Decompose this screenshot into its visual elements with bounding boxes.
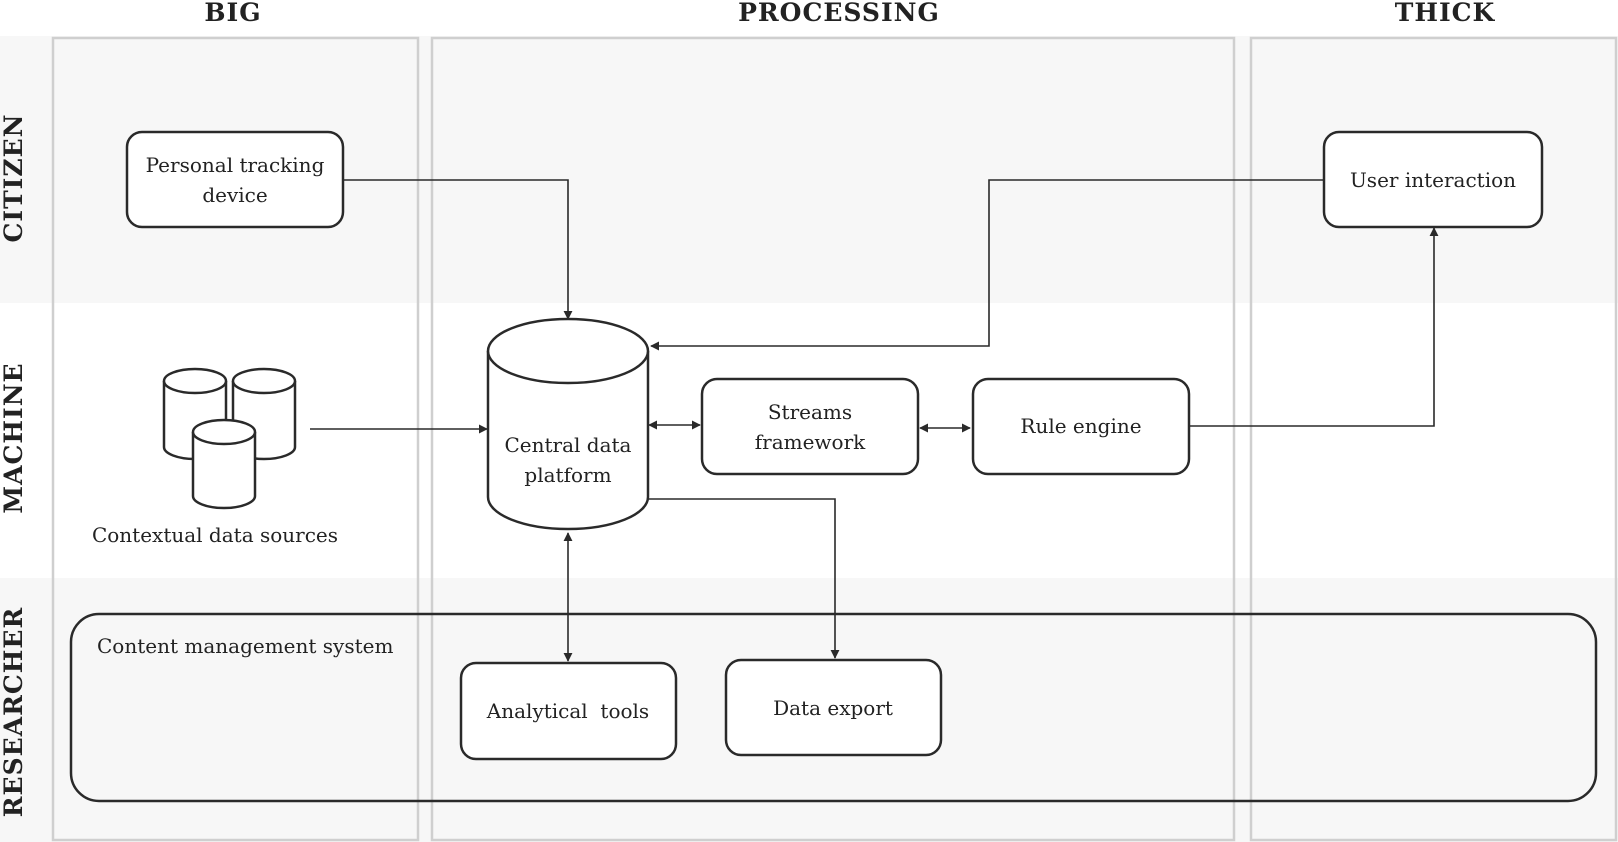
big-column-frame	[51, 36, 420, 842]
personal-tracking-device-label-line2: device	[202, 183, 267, 207]
content-management-system-label: Content management system	[97, 634, 393, 658]
central-data-platform-label-line2: platform	[524, 463, 611, 487]
streams-framework-label-line2: framework	[755, 430, 866, 454]
personal-tracking-device-label-line1: Personal tracking	[146, 153, 325, 177]
content-management-system	[69, 612, 1598, 803]
platform-to-data-export-arrow	[649, 498, 840, 659]
contextual-data-sources-label: Contextual data sources	[92, 523, 338, 547]
analytical-tools-label: Analytical tools	[486, 699, 649, 723]
rule-engine-to-user-interaction-arrow	[1190, 227, 1439, 427]
user-interaction-to-platform-arrow	[650, 179, 1324, 351]
streams-framework-label-line1: Streams	[768, 400, 852, 424]
streams-framework-box	[700, 377, 920, 476]
column-header-thick: THICK	[1395, 0, 1496, 27]
user-interaction-box	[1322, 130, 1544, 229]
data-export-box	[724, 658, 943, 757]
column-header-big: BIG	[204, 0, 261, 27]
row-header-researcher: RESEARCHER	[0, 607, 28, 817]
personal-tracking-device-box	[125, 130, 345, 229]
user-interaction-label: User interaction	[1350, 168, 1516, 192]
thick-column-frame	[1249, 36, 1618, 842]
processing-column-frame	[430, 36, 1236, 842]
row-header-citizen: CITIZEN	[0, 113, 28, 242]
central-data-platform-cylinder	[486, 317, 650, 531]
rule-engine-box	[971, 377, 1191, 476]
row-header-machine: MACHINE	[0, 362, 28, 513]
rule-engine-label: Rule engine	[1020, 414, 1141, 438]
central-data-platform-label-line1: Central data	[505, 433, 632, 457]
contextual-data-sources-icon	[162, 367, 297, 510]
analytical-tools-box	[459, 661, 678, 761]
data-export-label: Data export	[773, 696, 893, 720]
column-header-processing: PROCESSING	[738, 0, 940, 27]
tracking-to-platform-arrow	[343, 179, 573, 320]
